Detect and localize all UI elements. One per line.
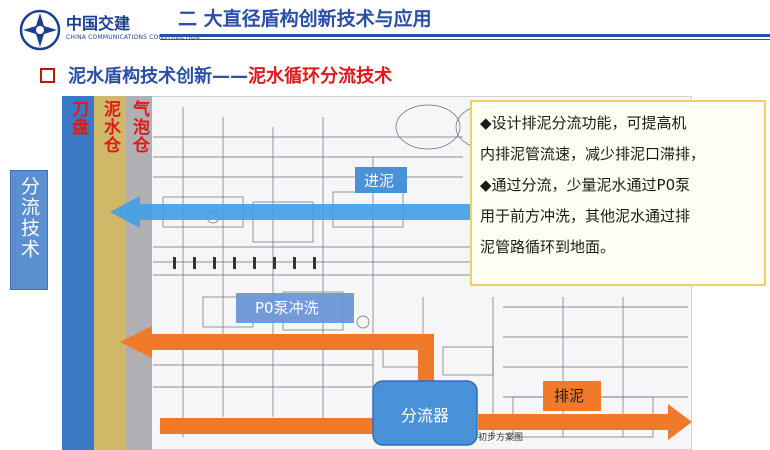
feed-arrow: [160, 410, 392, 442]
info-callout: ◆设计排泥分流功能，可提高机 内排泥管流速，减少排泥口滞排， ◆通过分流，少量泥…: [470, 100, 766, 286]
side-label-box: [10, 170, 48, 290]
info-line-4: 用于前方冲洗，其他泥水通过排: [480, 207, 691, 225]
air-chamber-label: 气泡仓: [129, 100, 149, 154]
splitter-label: 分流器: [400, 406, 449, 425]
flush-label: P0泵冲洗: [255, 299, 319, 317]
logo-name: 中国交建: [66, 14, 131, 33]
air-chamber-column: [126, 96, 152, 450]
flush-arrow: [120, 326, 434, 358]
inlet-arrow: [110, 196, 470, 228]
mud-chamber-column: [94, 96, 126, 450]
schematic-lines: 初步方案图: [153, 104, 688, 443]
info-line-2: 内排泥管流速，减少排泥口滞排，: [480, 145, 706, 163]
mud-chamber-label: 泥水仓: [100, 100, 120, 154]
logo-subtitle: CHINA COMMUNICATIONS CONSTRUCTION: [66, 34, 200, 41]
company-logo: 中国交建 CHINA COMMUNICATIONS CONSTRUCTION: [18, 8, 200, 52]
side-label: 分流技术: [18, 176, 40, 260]
section-heading-main: 泥水盾构技术创新——: [68, 66, 249, 87]
info-line-3: ◆通过分流，少量泥水通过P0泵: [480, 176, 691, 194]
drawing-caption: 初步方案图: [478, 431, 523, 443]
flush-label-box: [236, 293, 354, 323]
riser-pipe: [418, 334, 434, 382]
title-divider-thin: [160, 39, 770, 40]
checkbox-bullet-icon: [40, 67, 55, 83]
discharge-arrow: [477, 404, 692, 440]
splitter-box: [372, 380, 478, 446]
section-heading: 泥水盾构技术创新——泥水循环分流技术: [40, 62, 392, 90]
info-line-5: 泥管路循环到地面。: [480, 238, 616, 256]
discharge-label: 排泥: [554, 387, 585, 405]
title-divider: [160, 34, 770, 37]
section-heading-highlight: 泥水循环分流技术: [248, 66, 393, 87]
info-line-1: ◆设计排泥分流功能，可提高机: [480, 114, 687, 132]
header: 中国交建 CHINA COMMUNICATIONS CONSTRUCTION 二…: [0, 0, 770, 56]
inlet-label: 进泥: [364, 172, 395, 190]
cutter-head-column: [62, 96, 94, 450]
page-title: 二 大直径盾构创新技术与应用: [178, 8, 432, 30]
ccc-logo-icon: [19, 9, 61, 51]
cutter-head-label: 刀盘: [68, 100, 88, 136]
discharge-label-box: [543, 381, 601, 411]
inlet-label-box: [355, 167, 407, 193]
